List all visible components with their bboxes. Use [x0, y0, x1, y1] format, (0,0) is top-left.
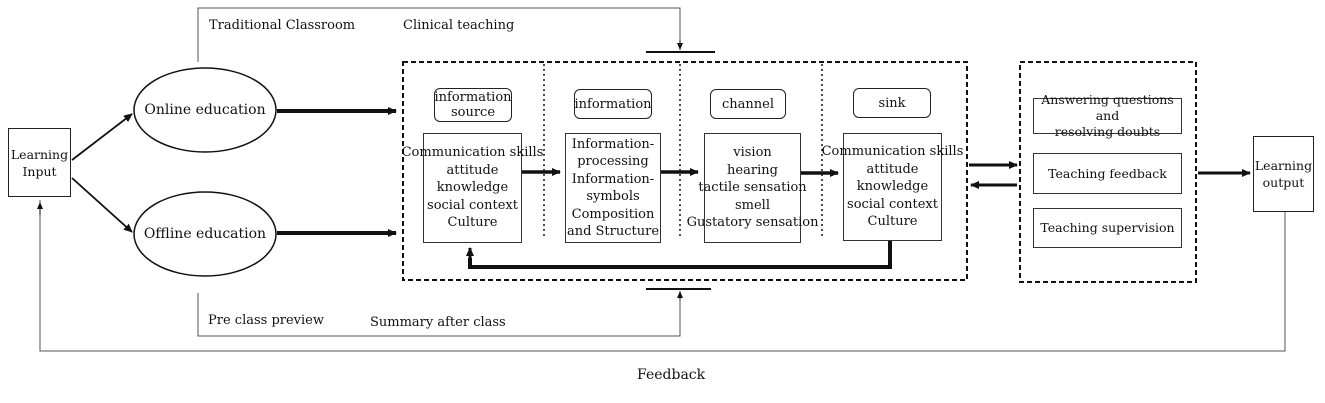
channel-item-4: smell [734, 197, 770, 213]
stage-title-sink: sink [853, 88, 931, 118]
offline-education-ellipse [133, 191, 277, 277]
information-item-4: symbols [586, 189, 640, 204]
stage-content-sink: Communication skills attitude knowledge … [822, 133, 963, 241]
process-dashed-container [402, 61, 968, 281]
arrow-input-to-offline [71, 177, 133, 233]
offline-education-label: Offline education [143, 226, 267, 242]
learning-input-label: Learning Input [10, 146, 69, 179]
learning-output-box: Learning output [1253, 136, 1314, 212]
feedback-loop-line [39, 200, 1286, 352]
arrow-input-to-online [71, 113, 133, 161]
outcome-teaching-feedback: Teaching feedback [1033, 153, 1182, 194]
source-item-5: Culture [447, 215, 498, 231]
stage-title-channel: channel [710, 89, 786, 119]
stage-content-information-source: Communication skills attitude knowledge … [402, 133, 543, 243]
stage-content-information: Information- processing Information- sym… [565, 133, 661, 243]
source-item-1: Communication skills [401, 145, 544, 161]
information-item-1: Information- [571, 136, 655, 152]
source-item-3: knowledge [436, 180, 509, 196]
channel-item-5: Gustatory sensation [686, 215, 819, 231]
outcome-dashed-container [1019, 61, 1197, 283]
sink-item-5: Culture [867, 214, 918, 230]
sink-item-2: attitude [866, 161, 919, 177]
source-item-2: attitude [446, 162, 499, 178]
traditional-classroom-label: Traditional Classroom [209, 18, 356, 33]
channel-item-3: tactile sensation [698, 180, 807, 196]
summary-after-class-label: Summary after class [370, 315, 506, 330]
channel-item-1: vision [733, 145, 772, 161]
information-item-5: Composition [571, 206, 655, 222]
bottom-bracket-line [197, 293, 681, 337]
online-education-ellipse [133, 67, 277, 153]
clinical-teaching-label: Clinical teaching [403, 18, 515, 33]
information-item-6: and Structure [566, 224, 660, 239]
sink-item-4: social context [847, 196, 938, 212]
learning-output-label: Learning output [1254, 158, 1313, 190]
stage-title-information: information [574, 89, 652, 119]
stage-content-channel: vision hearing tactile sensation smell G… [687, 133, 818, 243]
outcome-answering-questions: Answering questions and resolving doubts [1033, 92, 1182, 139]
sink-item-1: Communication skills [821, 144, 964, 160]
return-loop-line [468, 241, 892, 269]
online-education-label: Online education [144, 102, 266, 118]
information-item-3: Information- [571, 171, 655, 187]
feedback-label: Feedback [637, 367, 706, 383]
learning-input-box: Learning Input [8, 128, 71, 197]
source-item-4: social context [427, 197, 518, 213]
outcome-teaching-supervision: Teaching supervision [1033, 208, 1182, 248]
pre-class-preview-label: Pre class preview [208, 313, 325, 328]
stage-title-information-source: information source [434, 88, 512, 122]
sink-item-3: knowledge [856, 179, 929, 195]
top-bracket-line [197, 7, 681, 62]
channel-item-2: hearing [727, 162, 778, 178]
information-item-2: processing [577, 154, 649, 169]
